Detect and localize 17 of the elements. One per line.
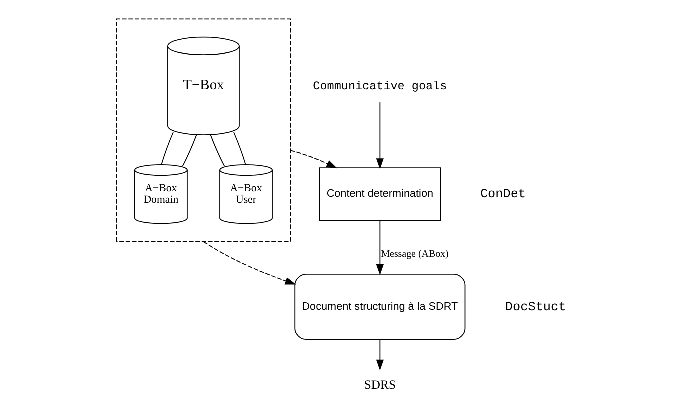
- connector: [233, 132, 246, 166]
- node-box: Content determination: [318, 168, 441, 222]
- connector: [210, 134, 225, 167]
- node-text: SDRS: [364, 378, 396, 392]
- node-label: ConDet: [480, 186, 526, 202]
- connector: [160, 132, 174, 166]
- arrow: [202, 241, 296, 285]
- connector: [182, 134, 197, 167]
- node-box: Document structuring à la SDRT: [294, 274, 466, 340]
- node-label: DocStuct: [504, 299, 566, 314]
- arrow: [376, 339, 384, 371]
- edge-label: Message (ABox): [380, 249, 448, 260]
- arrow: [376, 220, 384, 276]
- node-text: Communicative goals: [312, 79, 447, 94]
- arrow: [376, 102, 384, 170]
- arrow: [290, 150, 338, 169]
- cluster: [116, 18, 291, 242]
